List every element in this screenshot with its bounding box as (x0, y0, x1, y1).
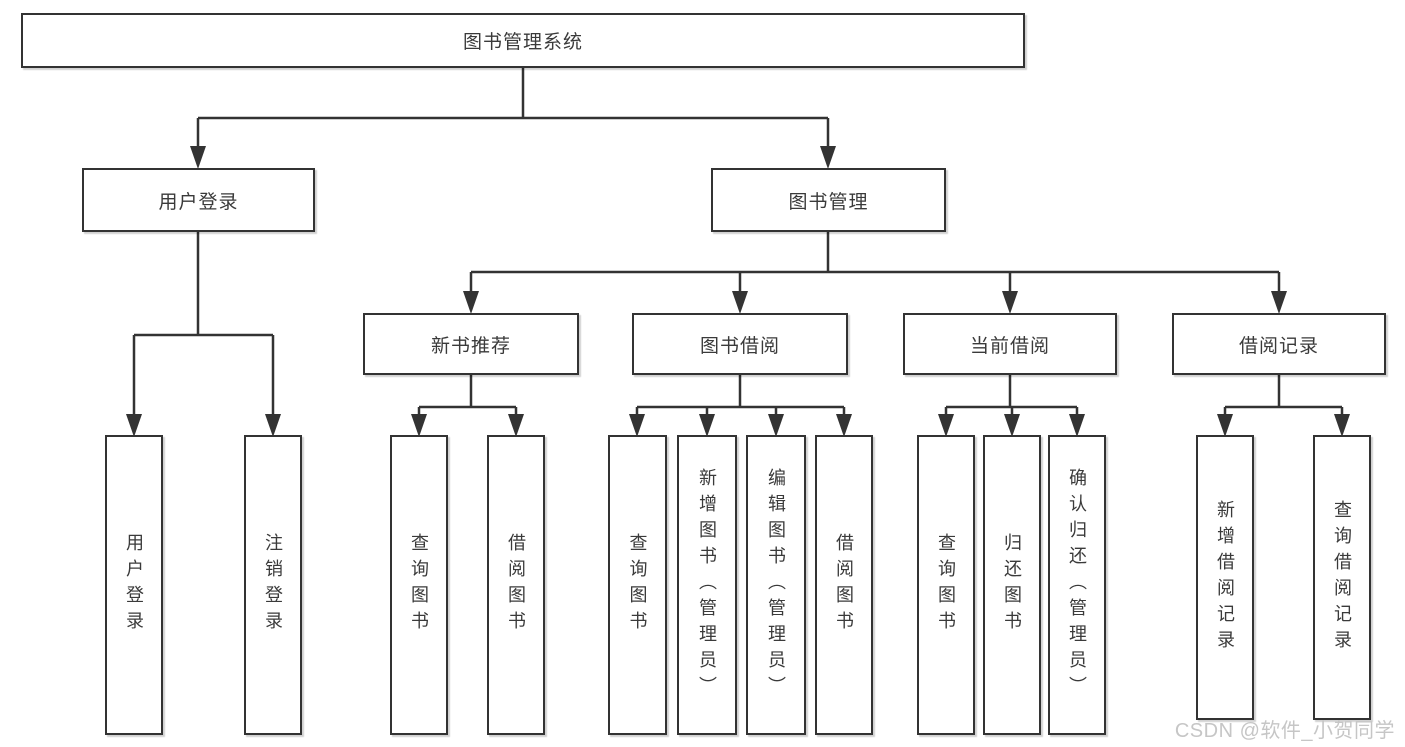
leaf-edit-books-admin: 编辑图书（管理员） (746, 435, 806, 735)
node-label: 图书管理系统 (462, 32, 583, 53)
leaf-label: 查询借阅记录 (1332, 499, 1352, 656)
leaf-label: 编辑图书（管理员） (766, 468, 786, 702)
node-label: 借阅记录 (1238, 335, 1319, 357)
node-label: 新书推荐 (430, 335, 511, 357)
leaf-label: 归还图书 (1002, 533, 1022, 637)
leaf-borrow-books-recommend: 借阅图书 (487, 435, 545, 735)
node-label: 图书借阅 (699, 335, 780, 357)
leaf-add-books-admin: 新增图书（管理员） (677, 435, 737, 735)
csdn-watermark: CSDN @软件_小贺同学 (1174, 720, 1395, 742)
leaf-label: 查询图书 (409, 533, 429, 637)
node-borrowing-records: 借阅记录 (1172, 313, 1386, 375)
node-new-book-recommendation: 新书推荐 (363, 313, 579, 375)
leaf-label: 确认归还（管理员） (1067, 468, 1087, 702)
leaf-query-books-borrow: 查询图书 (608, 435, 667, 735)
leaf-query-borrow-record: 查询借阅记录 (1313, 435, 1371, 720)
node-book-management: 图书管理 (711, 168, 946, 232)
node-label: 用户登录 (158, 191, 239, 213)
node-label: 当前借阅 (969, 335, 1050, 357)
node-library-management-system: 图书管理系统 (21, 13, 1025, 68)
leaf-user-login: 用户登录 (105, 435, 163, 735)
connector-paths (132, 68, 1344, 418)
node-label: 图书管理 (788, 191, 869, 213)
node-current-borrowing: 当前借阅 (903, 313, 1117, 375)
leaf-borrow-books: 借阅图书 (815, 435, 873, 735)
leaf-label: 借阅图书 (506, 533, 526, 637)
leaf-label: 新增图书（管理员） (697, 468, 717, 702)
leaf-label: 查询图书 (627, 533, 648, 637)
node-book-borrowing: 图书借阅 (632, 313, 848, 375)
leaf-return-books: 归还图书 (983, 435, 1041, 735)
leaf-label: 借阅图书 (834, 533, 854, 637)
node-user-login: 用户登录 (82, 168, 315, 232)
leaf-logout: 注销登录 (244, 435, 302, 735)
leaf-label: 注销登录 (263, 533, 283, 637)
leaf-add-borrow-record: 新增借阅记录 (1196, 435, 1254, 720)
arrowheads (126, 146, 1350, 437)
leaf-label: 查询图书 (936, 533, 956, 637)
leaf-label: 用户登录 (124, 533, 144, 637)
leaf-query-books-current: 查询图书 (917, 435, 975, 735)
leaf-query-books-recommend: 查询图书 (390, 435, 448, 735)
leaf-confirm-return-admin: 确认归还（管理员） (1048, 435, 1106, 735)
leaf-label: 新增借阅记录 (1215, 499, 1235, 656)
